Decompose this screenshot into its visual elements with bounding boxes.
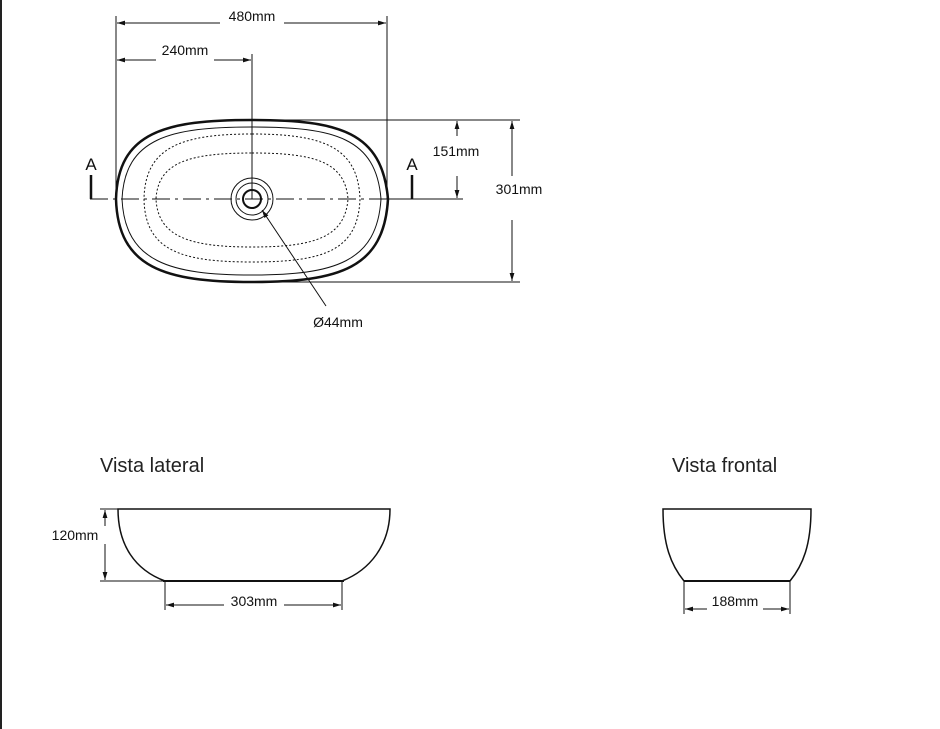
section-mark-left: A [85,155,97,174]
front-base-label: 188mm [712,593,759,609]
front-view: Vista frontal 188mm [662,455,812,614]
half-depth-label: 151mm [433,143,480,159]
basin-bowl-outer [143,133,361,263]
height-label: 120mm [52,527,99,543]
side-profile [117,508,391,582]
basin-bowl-inner [155,152,349,248]
side-view: Vista lateral 120mm 303mm [46,455,391,610]
depth-label: 301mm [496,181,543,197]
side-base-label: 303mm [231,593,278,609]
basin-inner-rim [121,126,382,276]
drain-label: Ø44mm [313,314,363,330]
front-profile [662,508,812,582]
drain-leader [261,209,327,307]
front-view-title: Vista frontal [672,455,777,477]
side-view-title: Vista lateral [100,455,204,477]
section-mark-right: A [406,155,418,174]
width-label: 480mm [229,8,276,24]
top-view: 480mm 240mm 151mm 301mm Ø44mm A A [85,8,545,330]
half-width-label: 240mm [162,42,209,58]
